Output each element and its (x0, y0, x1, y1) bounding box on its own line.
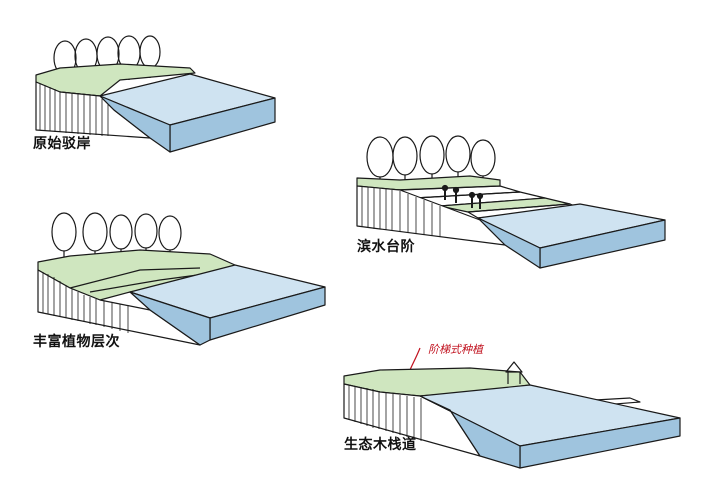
panel-caption-eco-boardwalk: 生态木栈道 (344, 437, 417, 453)
panel-caption-rich-planting: 丰富植物层次 (33, 334, 120, 350)
annotation-pointer (409, 347, 421, 371)
pavilion (505, 361, 523, 373)
panel-caption-waterfront-steps: 滨水台阶 (357, 239, 415, 255)
annotation-terraced-planting: 阶梯式种植 (428, 343, 483, 356)
panel-caption-original-embankment: 原始驳岸 (33, 136, 91, 152)
